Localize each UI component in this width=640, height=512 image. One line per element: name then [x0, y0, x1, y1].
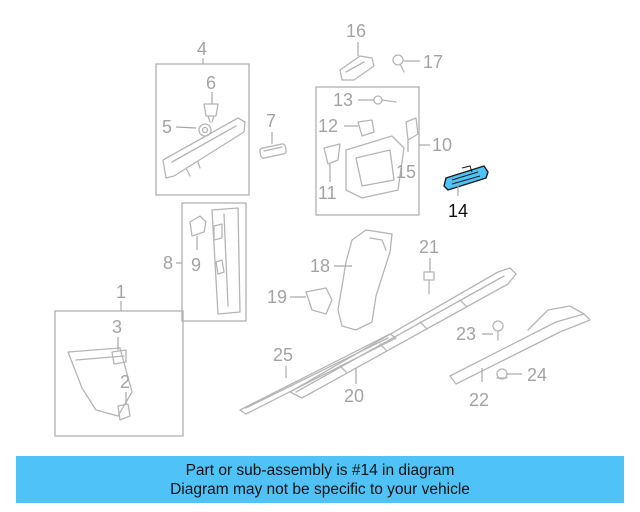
callout-23: 23 [456, 324, 476, 344]
callout-8: 8 [163, 253, 173, 273]
callout-12: 12 [318, 116, 338, 136]
part-24-clip [496, 368, 508, 380]
part-19-clip [305, 287, 333, 315]
part-7-grille [259, 143, 287, 159]
callout-15: 15 [396, 162, 416, 182]
callout-2: 2 [120, 372, 130, 392]
callout-14: 14 [448, 201, 468, 221]
part-13-screw [373, 95, 397, 105]
callout-1: 1 [116, 282, 126, 302]
part-12-clip [357, 119, 375, 137]
callout-9: 9 [191, 255, 201, 275]
callout-11: 11 [318, 183, 337, 203]
part-18-pillar-cover [337, 229, 393, 331]
part-22-rail [449, 305, 591, 385]
part-23-bolt [492, 320, 504, 341]
part-21-bolt [423, 271, 435, 295]
callout-5: 5 [162, 117, 172, 137]
part-20-sill-plate [289, 267, 517, 399]
part-17-bolt [392, 54, 405, 73]
group-box-1 [54, 310, 184, 437]
callout-19: 19 [267, 287, 287, 307]
callout-16: 16 [346, 21, 366, 41]
callout-22: 22 [469, 390, 489, 410]
callout-24: 24 [527, 365, 547, 385]
callout-6: 6 [206, 73, 216, 93]
info-banner: Part or sub-assembly is #14 in diagram D… [16, 456, 624, 503]
banner-line-disclaimer: Diagram may not be specific to your vehi… [170, 481, 470, 498]
callout-3: 3 [112, 317, 122, 337]
callout-21: 21 [419, 237, 439, 257]
part-14-highlighted [443, 165, 489, 191]
banner-line-part: Part or sub-assembly is #14 in diagram [185, 462, 455, 479]
callout-25: 25 [273, 345, 293, 365]
part-10-speaker-trim [345, 135, 405, 199]
callout-10: 10 [432, 135, 452, 155]
callout-17: 17 [423, 52, 443, 72]
part-16-bracket [339, 55, 375, 81]
group-box-10 [315, 86, 420, 216]
part-5-clip [198, 123, 212, 137]
leader-lines [117, 42, 522, 404]
part-1-kick-panel [67, 347, 133, 417]
part-3-clip [111, 349, 127, 365]
group-box-8 [181, 202, 247, 322]
callout-4: 4 [197, 39, 207, 59]
callout-13: 13 [333, 90, 353, 110]
part-2-clip [117, 403, 131, 421]
part-8-pillar-panel [211, 207, 241, 315]
callout-7: 7 [266, 111, 276, 131]
callout-18: 18 [310, 256, 330, 276]
callout-20: 20 [344, 386, 364, 406]
part-9-clips [189, 215, 225, 275]
parts-diagram: 4 6 5 7 8 9 10 11 12 13 14 15 16 17 18 1… [54, 21, 591, 437]
part-15-clip [405, 117, 419, 141]
part-25-strip [239, 333, 397, 415]
part-4-pillar-trim [162, 117, 246, 179]
part-6-bracket [203, 103, 219, 123]
part-11-clip [323, 143, 341, 165]
